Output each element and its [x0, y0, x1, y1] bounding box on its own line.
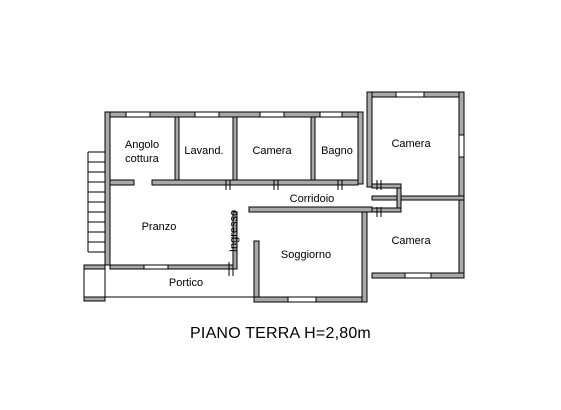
staircase: [87, 151, 106, 253]
room-label-portico: Portico: [169, 277, 203, 289]
room-label-lavanderia: Lavand.: [184, 145, 223, 157]
walls: [83, 91, 465, 303]
room-label-camera-3: Camera: [391, 235, 431, 247]
room-label-cottura: cottura: [125, 153, 160, 165]
room-label-angolo: Angolo: [125, 139, 159, 151]
room-label-corridoio: Corridoio: [290, 193, 335, 205]
portico-outline: [83, 269, 254, 298]
room-labels: Angolo cottura Lavand. Camera Bagno Came…: [125, 138, 432, 289]
room-label-camera-2: Camera: [391, 138, 431, 150]
floor-caption: PIANO TERRA H=2,80m: [190, 325, 371, 342]
room-label-ingresso: Ingresso: [228, 210, 240, 252]
room-label-pranzo: Pranzo: [142, 221, 177, 233]
room-label-bagno: Bagno: [321, 145, 353, 157]
room-label-camera-1: Camera: [252, 145, 292, 157]
windows-and-doors: [125, 91, 465, 303]
room-label-soggiorno: Soggiorno: [281, 249, 331, 261]
